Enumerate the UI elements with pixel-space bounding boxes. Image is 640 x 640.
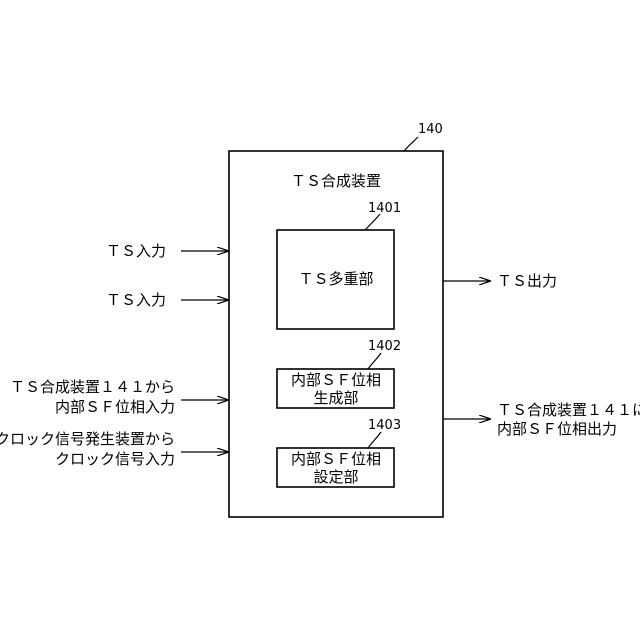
sf-setting-label-line1: 内部ＳＦ位相 [291,450,381,468]
sf-phase-output-label-line1: ＴＳ合成装置１４１に [497,401,640,419]
ts-output-label: ＴＳ出力 [497,272,557,290]
sf-generator-label-line2: 生成部 [313,389,358,407]
sf-generator-label-line1: 内部ＳＦ位相 [291,371,381,389]
device-ref-number: 140 [418,122,443,137]
multiplexer-ref-number: 1401 [368,201,401,216]
sf-phase-input-label-line2: 内部ＳＦ位相入力 [55,398,175,416]
device-ref-leader [404,137,418,151]
sf-setting-label-line2: 設定部 [313,468,358,486]
sf-generator-ref-number: 1402 [368,339,401,354]
multiplexer-ref-leader [365,214,380,230]
ts-input-2-label: ＴＳ入力 [106,291,166,309]
ts-input-1-label: ＴＳ入力 [106,242,166,260]
sf-setting-ref-number: 1403 [368,418,401,433]
clock-input-label-line2: クロック信号入力 [55,450,175,468]
sf-phase-output-label-line2: 内部ＳＦ位相出力 [497,420,617,438]
sf-phase-input-label-line1: ＴＳ合成装置１４１から [10,378,175,396]
sf-generator-ref-leader [368,353,381,369]
sf-setting-ref-leader [368,432,381,448]
clock-input-label-line1: クロック信号発生装置から [0,430,175,448]
device-title: ＴＳ合成装置 [291,172,381,190]
multiplexer-label: ＴＳ多重部 [298,270,373,288]
